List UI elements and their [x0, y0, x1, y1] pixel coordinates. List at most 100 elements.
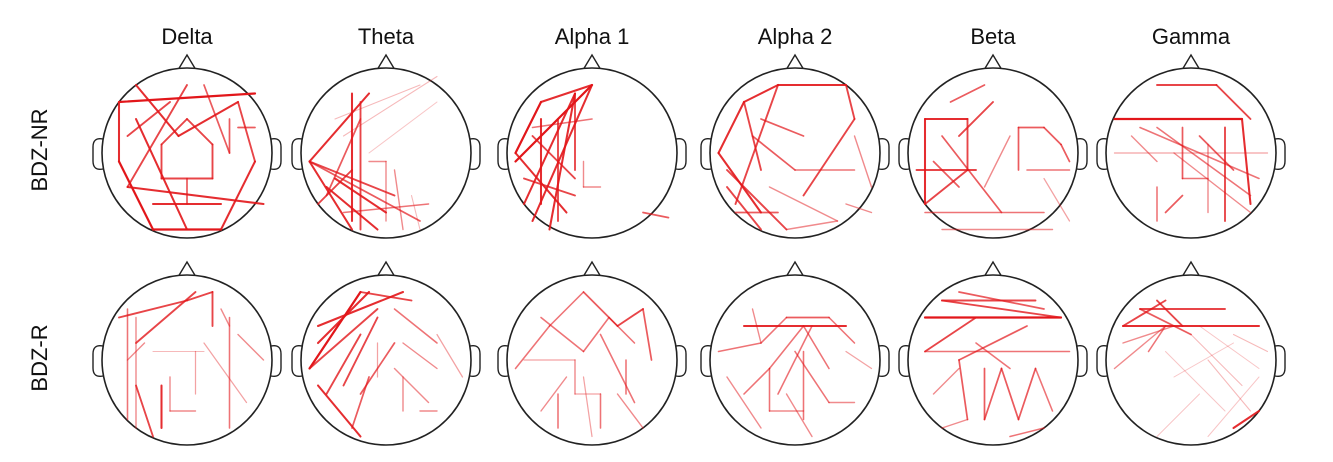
connectivity-edge [777, 325, 813, 395]
connectivity-edge [1232, 333, 1269, 353]
connectivity-edge [958, 101, 994, 137]
connectivity-edge [308, 290, 362, 370]
connectivity-edge [1000, 367, 1020, 421]
connectivity-edge [531, 135, 576, 180]
connectivity-edge [531, 118, 593, 129]
connectivity-edge [117, 92, 257, 104]
connectivity-edge [582, 316, 610, 353]
left-ear-outline [291, 137, 303, 171]
connectivity-edge [342, 316, 379, 387]
connectivity-edge [548, 291, 585, 327]
connectivity-edge [219, 160, 257, 231]
band-label-alpha-2: Alpha 2 [757, 24, 833, 49]
connectivity-edge [316, 384, 362, 438]
head-map-bdz-r-theta [291, 260, 481, 446]
band-label-gamma: Gamma [1151, 24, 1231, 49]
connectivity-edge [117, 160, 155, 231]
connectivity-edge [726, 169, 788, 231]
connectivity-edge [351, 376, 370, 429]
left-ear-outline [92, 344, 104, 378]
connectivity-edge [941, 418, 969, 429]
connectivity-edge [958, 359, 969, 421]
head-map-bdz-r-alpha-1 [497, 260, 687, 446]
head-map-bdz-nr-alpha-1 [497, 53, 687, 239]
connectivity-edge [760, 118, 805, 137]
connectivity-edge [1130, 135, 1158, 163]
connectivity-edge [126, 101, 171, 137]
right-ear-outline [675, 344, 687, 378]
right-ear-outline [878, 137, 890, 171]
connectivity-edge [734, 84, 779, 205]
connectivity-edge [126, 342, 146, 361]
connectivity-edge [802, 118, 856, 197]
connectivity-edge [237, 101, 256, 163]
connectivity-edge [1139, 308, 1192, 336]
connectivity-edge [1207, 359, 1252, 412]
connectivity-edge [1173, 342, 1234, 378]
nose-outline [177, 53, 197, 71]
connectivity-edge [410, 194, 421, 231]
connectivity-edge [983, 367, 1003, 421]
connectivity-edge [126, 84, 188, 188]
connectivity-edge [845, 203, 873, 214]
connectivity-edge [237, 333, 265, 361]
connectivity-edge [1017, 367, 1037, 421]
connectivity-edge [186, 118, 214, 146]
connectivity-edge [853, 135, 873, 188]
left-ear-outline [700, 137, 712, 171]
connectivity-edge [1165, 351, 1226, 412]
head-map-bdz-r-delta [92, 260, 282, 446]
connectivity-edge [726, 186, 762, 231]
connectivity-edge [1009, 427, 1045, 438]
head-outline [300, 67, 472, 239]
head-map-bdz-nr-gamma [1096, 53, 1286, 239]
connectivity-edge [325, 333, 362, 395]
connectivity-edge [177, 100, 240, 138]
connectivity-edge [785, 393, 813, 438]
connectivity-edge [932, 160, 960, 188]
connectivity-edge [742, 83, 780, 104]
left-ear-outline [1096, 344, 1108, 378]
connectivity-edge [794, 350, 830, 404]
connectivity-edge [135, 384, 154, 438]
head-map-bdz-nr-alpha-2 [700, 53, 890, 239]
connectivity-edge [975, 342, 1011, 370]
right-ear-outline [270, 137, 282, 171]
connectivity-edge [308, 308, 379, 370]
connectivity-edge [768, 186, 839, 222]
head-outline [300, 274, 472, 446]
nose-outline [376, 260, 396, 278]
connectivity-edge [1147, 325, 1167, 353]
connectivity-edge [1198, 135, 1235, 171]
head-map-bdz-r-gamma [1096, 260, 1286, 446]
connectivity-edge [203, 342, 248, 404]
nose-outline [177, 260, 197, 278]
nose-outline [983, 260, 1003, 278]
connectivity-edge [160, 118, 188, 146]
connectivity-edge [402, 342, 438, 370]
left-ear-outline [700, 344, 712, 378]
right-ear-outline [675, 137, 687, 171]
nose-outline [1181, 53, 1201, 71]
connectivity-edge [785, 220, 839, 231]
connectivity-edge [751, 135, 796, 171]
connectivity-edge [1060, 143, 1071, 163]
connectivity-edge [924, 316, 977, 353]
left-ear-outline [898, 137, 910, 171]
connectivity-edge [642, 308, 653, 361]
nose-outline [582, 53, 602, 71]
connectivity-edge [828, 316, 856, 344]
connectivity-edge [1240, 117, 1252, 206]
connectivity-edge [608, 316, 636, 344]
connectivity-edge [368, 101, 438, 154]
connectivity-edge [220, 308, 231, 327]
connectivity-edge [540, 376, 568, 412]
nose-outline [1181, 260, 1201, 278]
connectivity-edge [1156, 393, 1200, 437]
connectivity-edge [760, 316, 788, 344]
head-map-bdz-nr-theta [291, 53, 481, 239]
head-outline [506, 67, 678, 239]
connectivity-edge [514, 83, 594, 163]
nose-outline [785, 53, 805, 71]
connectivity-edge [523, 177, 576, 197]
